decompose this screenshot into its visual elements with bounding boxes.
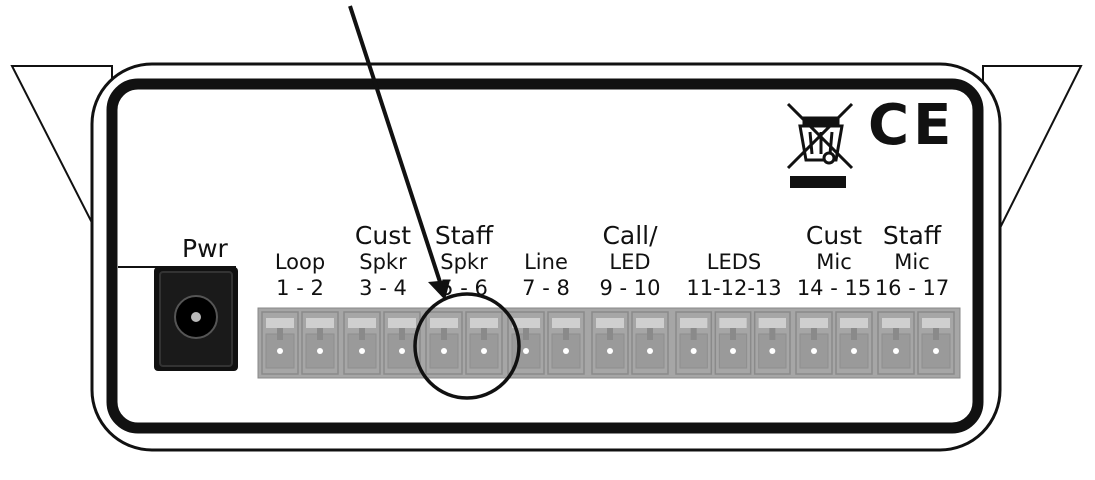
terminal-blocks bbox=[261, 311, 955, 375]
terminal-name-line: Mic bbox=[894, 250, 930, 274]
terminal-pins-loop: 1 - 2 bbox=[276, 276, 324, 300]
terminal-pin[interactable] bbox=[343, 311, 381, 375]
terminal-pin[interactable] bbox=[675, 311, 713, 375]
terminal-pins-staff-spkr: 5 - 6 bbox=[440, 276, 488, 300]
pointer-arrow bbox=[348, 5, 450, 300]
terminal-name-leds: LEDS bbox=[684, 250, 784, 274]
terminal-name-line: Staff bbox=[882, 221, 942, 250]
terminal-name-line: Staff bbox=[434, 221, 494, 250]
terminal-block-loop[interactable] bbox=[261, 311, 339, 375]
terminal-name-line: Line bbox=[496, 250, 596, 274]
ce-mark: CE bbox=[868, 93, 956, 158]
terminal-pin[interactable] bbox=[835, 311, 873, 375]
terminal-name-line: Call/ bbox=[602, 221, 658, 250]
terminal-name-line: LEDS bbox=[706, 250, 762, 274]
terminal-pins-call-led: 9 - 10 bbox=[599, 276, 661, 300]
terminal-pin[interactable] bbox=[547, 311, 585, 375]
terminal-pin[interactable] bbox=[261, 311, 299, 375]
terminal-pins-staff-mic: 16 - 17 bbox=[874, 276, 950, 300]
terminal-pins-leds: 11-12-13 bbox=[686, 276, 782, 300]
terminal-name-line: Mic bbox=[816, 250, 852, 274]
terminal-name-line: Spkr bbox=[359, 250, 407, 274]
power-jack[interactable] bbox=[154, 267, 238, 371]
terminal-pin[interactable] bbox=[877, 311, 915, 375]
terminal-pins-cust-mic: 14 - 15 bbox=[796, 276, 872, 300]
terminal-pin[interactable] bbox=[753, 311, 791, 375]
terminal-pin[interactable] bbox=[795, 311, 833, 375]
terminal-pin[interactable] bbox=[465, 311, 503, 375]
terminal-name-line: Cust bbox=[354, 221, 412, 250]
terminal-pin[interactable] bbox=[917, 311, 955, 375]
terminal-block-staff-spkr[interactable] bbox=[425, 311, 503, 375]
terminal-name-line: Line bbox=[524, 250, 568, 274]
terminal-pin[interactable] bbox=[425, 311, 463, 375]
power-label: Pwr bbox=[182, 234, 228, 263]
terminal-pin[interactable] bbox=[591, 311, 629, 375]
terminal-block-staff-mic[interactable] bbox=[877, 311, 955, 375]
terminal-pins-cust-spkr: 3 - 4 bbox=[359, 276, 407, 300]
weee-icon bbox=[786, 102, 854, 188]
terminal-block-leds[interactable] bbox=[675, 311, 791, 375]
terminal-name-line: Loop bbox=[274, 250, 326, 274]
terminal-block-line[interactable] bbox=[507, 311, 585, 375]
terminal-name-call-led: Call/LED bbox=[580, 221, 680, 275]
terminal-name-loop: Loop bbox=[250, 250, 350, 274]
terminal-name-line: Cust bbox=[805, 221, 863, 250]
terminal-block-call-led[interactable] bbox=[591, 311, 669, 375]
terminal-block-cust-mic[interactable] bbox=[795, 311, 873, 375]
terminal-pin[interactable] bbox=[301, 311, 339, 375]
terminal-pin[interactable] bbox=[631, 311, 669, 375]
terminal-pins-line: 7 - 8 bbox=[522, 276, 570, 300]
highlight-circle bbox=[413, 292, 521, 400]
terminal-pin[interactable] bbox=[714, 311, 752, 375]
terminal-name-line: LED bbox=[609, 250, 651, 274]
terminal-name-line: Spkr bbox=[440, 250, 488, 274]
